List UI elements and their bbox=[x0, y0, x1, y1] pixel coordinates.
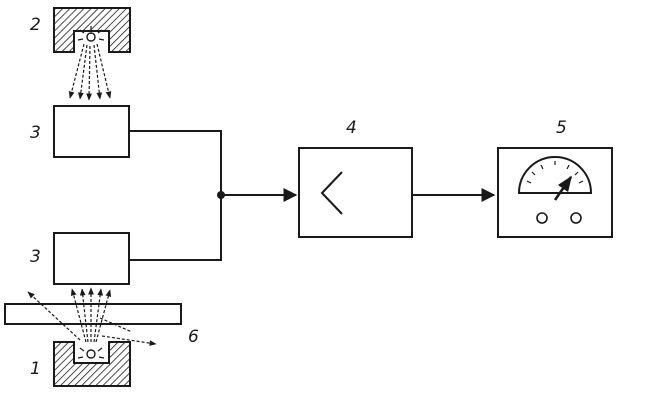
label-amplifier: 4 bbox=[346, 118, 357, 138]
sample-strip bbox=[4, 303, 182, 325]
source-bottom-core-icon bbox=[86, 349, 96, 359]
detector-top bbox=[53, 105, 130, 158]
amplifier-symbol-icon bbox=[320, 171, 343, 215]
source-bottom-rays-icon bbox=[77, 347, 105, 359]
label-source-bottom: 1 bbox=[30, 359, 41, 379]
label-detector-top: 3 bbox=[30, 123, 41, 143]
meter-terminal-right-icon bbox=[570, 212, 582, 224]
radiation-source-top bbox=[53, 7, 131, 53]
radiation-beam-top bbox=[68, 43, 112, 101]
meter-needle-icon bbox=[553, 175, 573, 201]
indicator-meter bbox=[497, 147, 613, 238]
amplifier-block bbox=[298, 147, 413, 238]
radiation-source-bottom bbox=[53, 341, 131, 387]
label-sample: 6 bbox=[188, 327, 199, 347]
detector-bottom bbox=[53, 232, 130, 285]
label-source-top: 2 bbox=[30, 15, 41, 35]
source-top-rays-icon bbox=[77, 26, 105, 41]
radiation-beam-bottom bbox=[27, 287, 157, 346]
label-detector-bottom: 3 bbox=[30, 247, 41, 267]
signal-wiring bbox=[129, 130, 298, 261]
source-top-core-icon bbox=[86, 32, 96, 42]
label-meter: 5 bbox=[556, 118, 567, 138]
meter-terminal-left-icon bbox=[536, 212, 548, 224]
